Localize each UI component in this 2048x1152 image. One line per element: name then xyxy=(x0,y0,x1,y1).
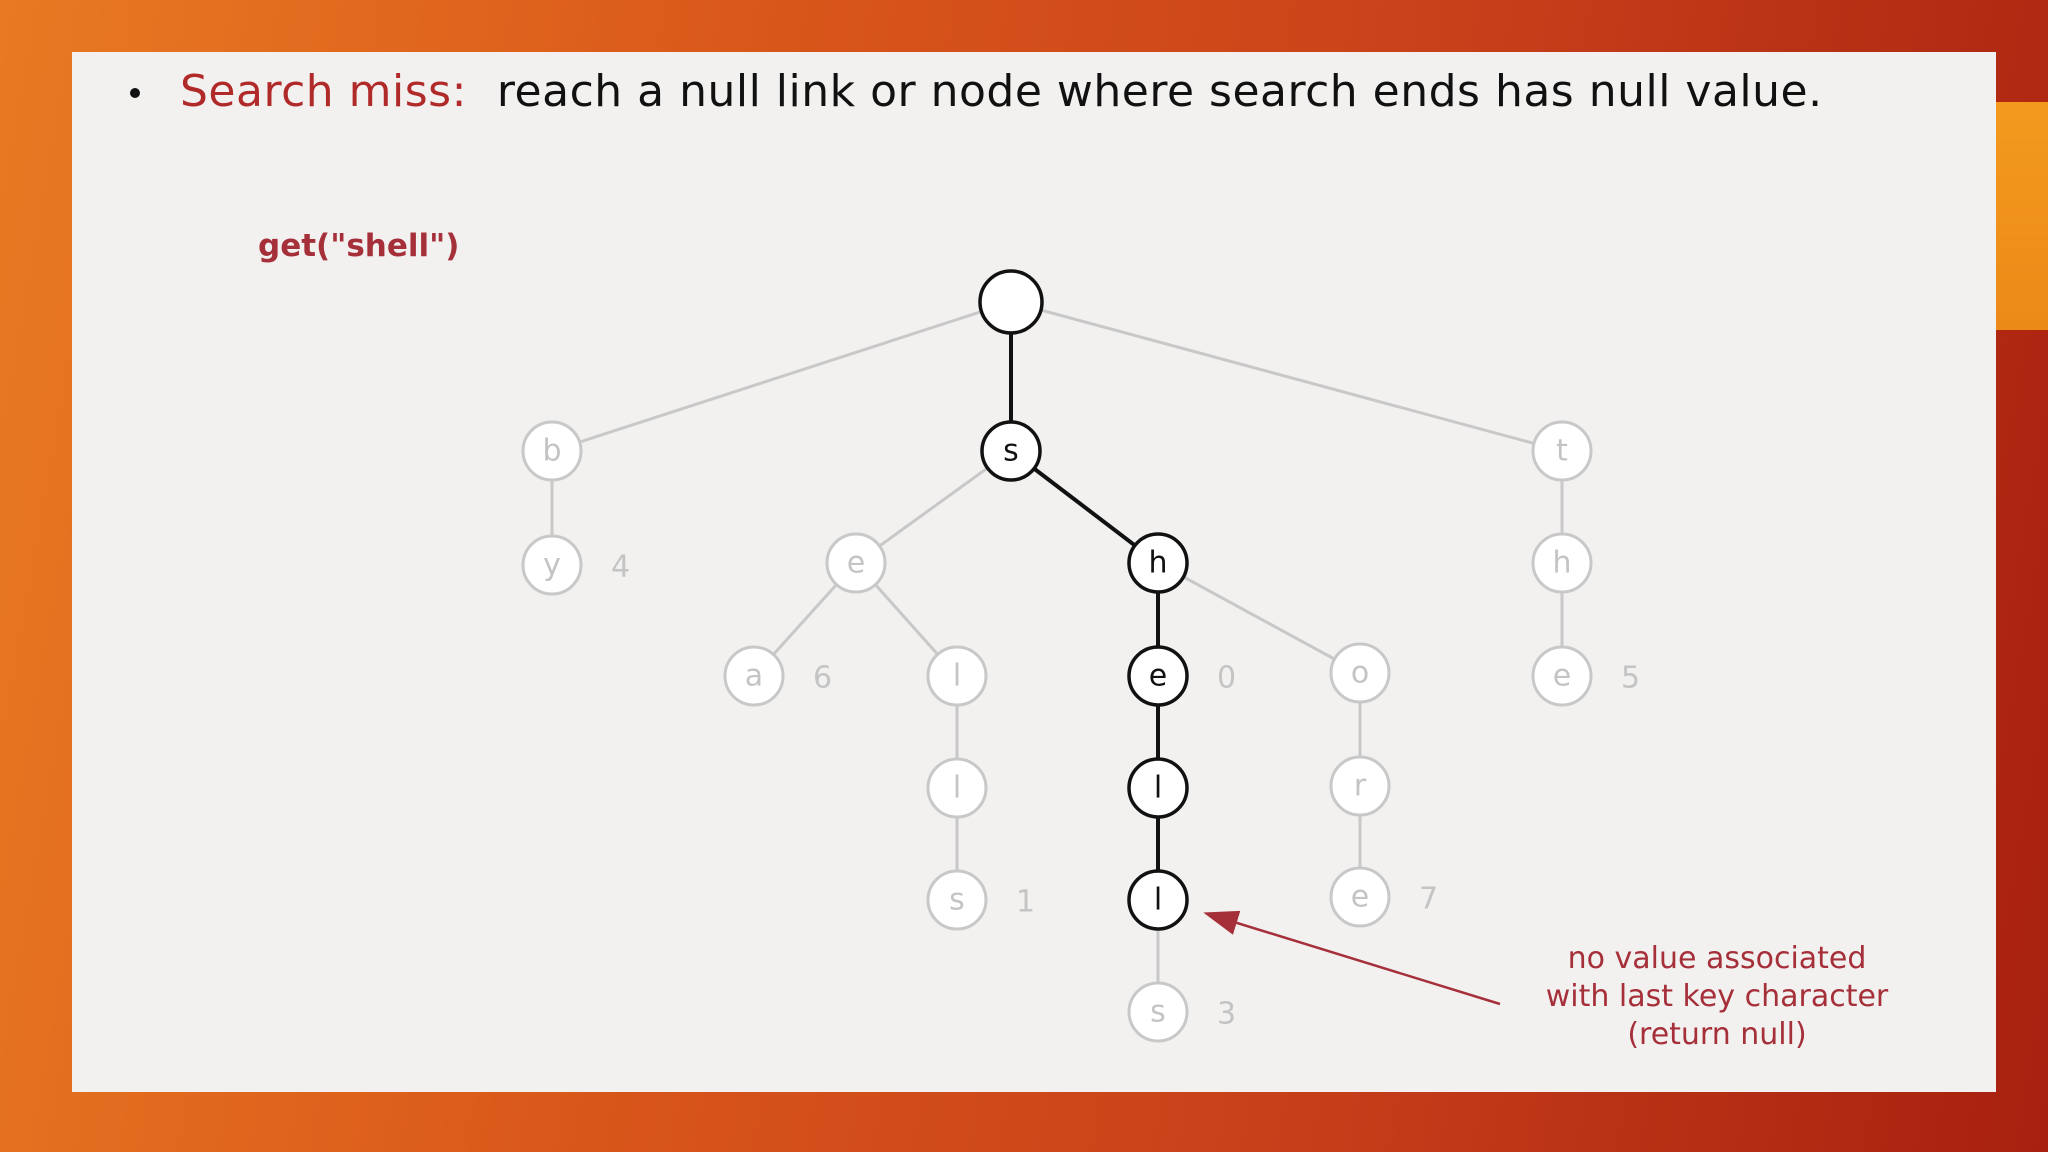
trie-edge-root-t xyxy=(1010,300,1563,453)
trie-node-label: e xyxy=(1553,659,1571,694)
trie-node-label: s xyxy=(949,883,965,918)
trie-node-value: 7 xyxy=(1419,882,1438,917)
trie-node-label: l xyxy=(953,659,961,694)
trie-node-value: 3 xyxy=(1217,997,1236,1032)
trie-node-l1: l xyxy=(926,645,988,707)
trie-node-label: e xyxy=(1149,659,1167,694)
trie-node-label: y xyxy=(543,548,561,583)
trie-node-s: s xyxy=(980,420,1042,482)
trie-node-label: s xyxy=(1150,995,1166,1030)
annotation-note: no value associated with last key charac… xyxy=(1492,940,1942,1054)
query-label: get("shell") xyxy=(258,228,460,264)
trie-node-value: 6 xyxy=(813,661,832,696)
trie-node-label: b xyxy=(542,434,561,469)
annotation-arrow xyxy=(1203,910,1501,1006)
trie-node-o: o xyxy=(1329,642,1391,704)
trie-node-label: l xyxy=(1154,883,1162,918)
trie-node-b: b xyxy=(521,420,583,482)
trie-node-e1: e xyxy=(825,532,887,594)
trie-node-value: 5 xyxy=(1621,661,1640,696)
annotation-line-2: with last key character xyxy=(1545,979,1889,1014)
accent-bar xyxy=(1996,102,2048,330)
trie-node-label: l xyxy=(953,771,961,806)
trie-node-h: h xyxy=(1127,532,1189,594)
trie-node-l2: l xyxy=(926,757,988,819)
trie-node-l4: l xyxy=(1127,869,1189,931)
slide: Search miss: reach a null link or node w… xyxy=(72,52,1996,1092)
search-miss-label: Search miss: xyxy=(180,65,467,117)
trie-node-root xyxy=(978,269,1044,335)
trie-node-label: s xyxy=(1003,434,1019,469)
trie-edge-root-b xyxy=(551,300,1012,453)
trie-node-value: 0 xyxy=(1217,661,1236,696)
bullet-text: reach a null link or node where search e… xyxy=(496,65,1823,117)
annotation-line-3: (return null) xyxy=(1627,1017,1807,1052)
trie-node-label: r xyxy=(1354,769,1367,804)
trie-edge-s-e1 xyxy=(855,449,1012,565)
trie-node-l3: l xyxy=(1127,757,1189,819)
trie-node-h2: h xyxy=(1531,532,1593,594)
trie-node-label: h xyxy=(1148,546,1167,581)
trie-node-value: 1 xyxy=(1016,885,1035,920)
trie-node-label: h xyxy=(1552,546,1571,581)
trie-node-t: t xyxy=(1531,420,1593,482)
bullet-dot-icon xyxy=(130,88,140,98)
trie-edge-s-h xyxy=(1009,449,1160,565)
trie-node-label: l xyxy=(1154,771,1162,806)
bullet-line: Search miss: reach a null link or node w… xyxy=(130,56,1823,126)
trie-node-value: 4 xyxy=(611,550,630,585)
trie-node-label: e xyxy=(1351,880,1369,915)
trie-node-label: t xyxy=(1556,434,1568,469)
trie-node-label: a xyxy=(745,659,763,694)
trie-edge-h-o xyxy=(1157,561,1361,675)
trie-node-label: e xyxy=(847,546,865,581)
trie-node-r: r xyxy=(1329,755,1391,817)
annotation-line-1: no value associated xyxy=(1567,941,1867,976)
trie-node-label: o xyxy=(1351,656,1369,691)
